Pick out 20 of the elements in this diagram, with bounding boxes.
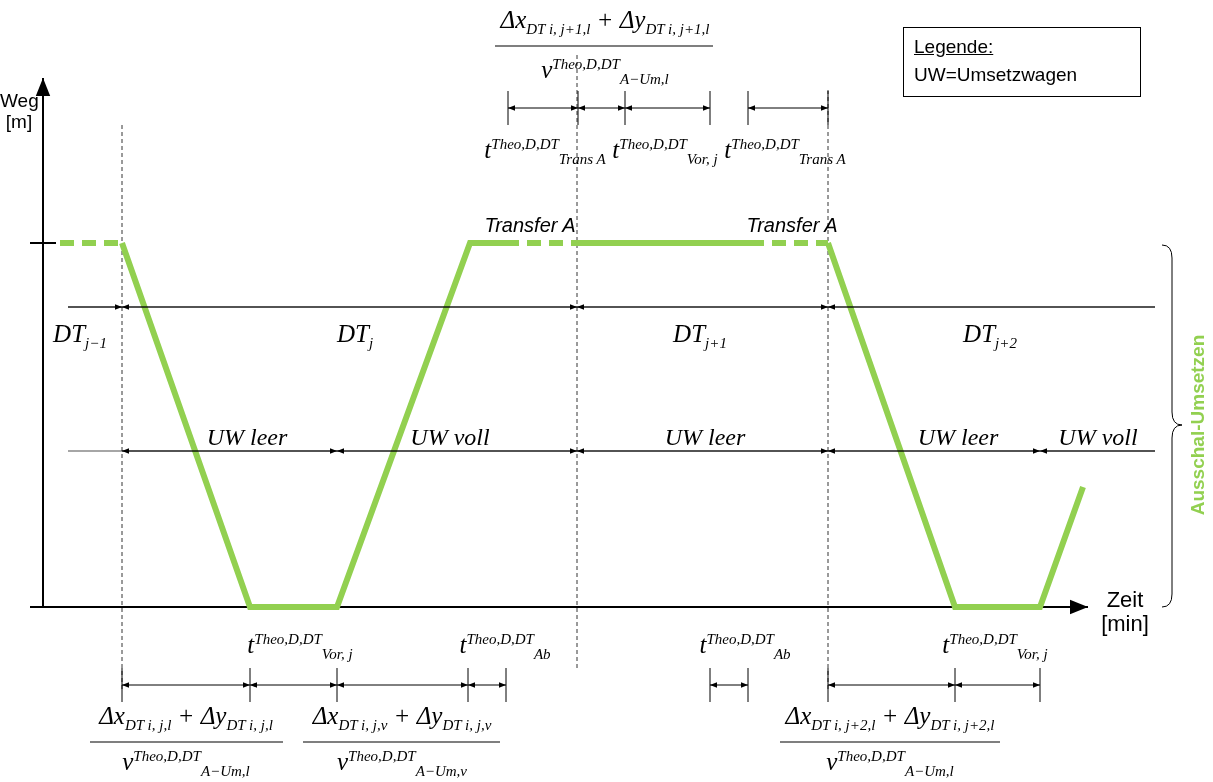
movement-label: UW leer xyxy=(917,423,999,451)
transfer-label: Transfer A xyxy=(484,214,576,236)
formula-numerator: Δx$_{DT i, j+2,l}$ + Δy$_{DT i, j+2,l}$ xyxy=(785,702,995,734)
movement-label: UW leer xyxy=(664,423,746,451)
phase-label: Ausschal-Umsetzen xyxy=(1187,334,1209,516)
movement-label: UW voll xyxy=(1058,423,1138,451)
axis-title: Weg [m] xyxy=(0,91,38,133)
movement-label: UW voll xyxy=(410,423,490,451)
movement-label: UW leer xyxy=(206,423,288,451)
formula-numerator: Δx$_{DT i, j,v}$ + Δy$_{DT i, j,v}$ xyxy=(312,702,492,734)
segment-label: DT$_{j−1}$ xyxy=(53,320,107,352)
transfer-label: Transfer A xyxy=(746,214,838,236)
segment-label: DT$_{j+1}$ xyxy=(673,320,727,352)
segment-label: DT$_{j}$ xyxy=(336,320,374,352)
segment-label: DT$_{j+2}$ xyxy=(963,320,1017,352)
formula-numerator: Δx$_{DT i, j+1,l}$ + Δy$_{DT i, j+1,l}$ xyxy=(500,6,710,38)
axis-title: Zeit [min] xyxy=(1100,587,1150,637)
formula-numerator: Δx$_{DT i, j,l}$ + Δy$_{DT i, j,l}$ xyxy=(99,702,273,734)
legend-title: Legende: xyxy=(914,36,994,58)
legend-text: UW=Umsetzwagen xyxy=(914,64,1078,86)
